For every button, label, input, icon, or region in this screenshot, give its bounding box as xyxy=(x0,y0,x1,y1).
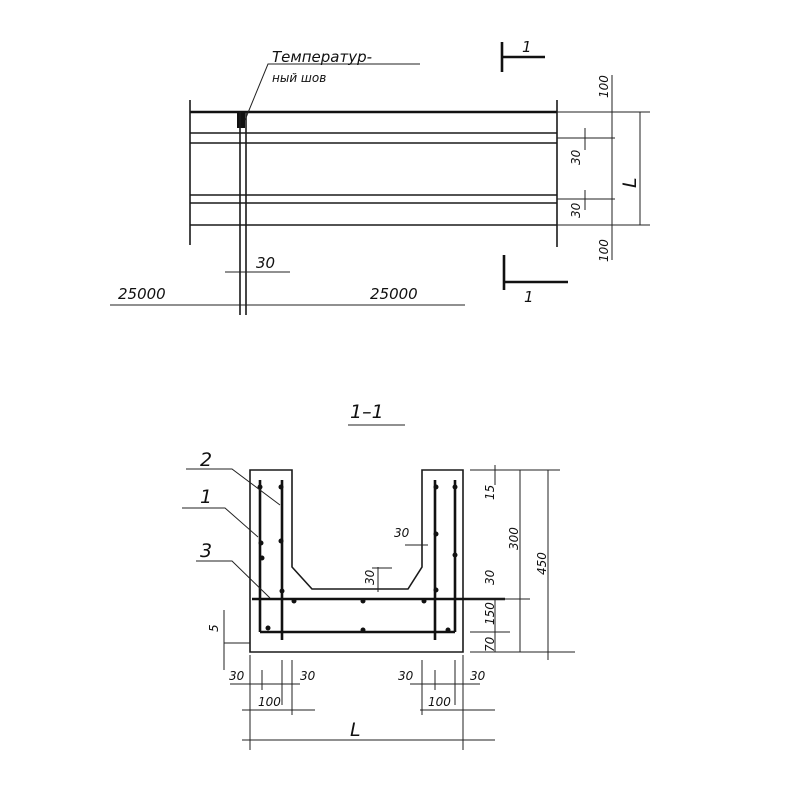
section-mark-top-label: 1 xyxy=(522,38,532,56)
joint-label-line1: Температур- xyxy=(272,48,372,66)
callout-1-leader xyxy=(182,507,259,538)
floor-dim-line xyxy=(372,567,392,592)
dim-30-right: 30 xyxy=(483,569,497,585)
dim-5: 5 xyxy=(207,624,221,632)
joint-leader xyxy=(244,63,420,121)
section-right-extensions xyxy=(470,469,575,653)
joint-fill xyxy=(237,112,245,128)
dim-300: 300 xyxy=(507,527,521,550)
joint-label-line2: ный шов xyxy=(272,71,326,85)
plan-upper-rebar xyxy=(190,132,557,144)
dim-top-gap: 30 xyxy=(569,149,583,165)
plan-extension-lines xyxy=(557,111,650,226)
callout-1: 1 xyxy=(200,486,212,508)
dim-70: 70 xyxy=(483,636,497,652)
dim-top-cover: 100 xyxy=(597,75,611,98)
dim-bottom-gap: 30 xyxy=(569,202,583,218)
dim-30-wall: 30 xyxy=(394,526,410,540)
callout-3-leader xyxy=(196,560,271,599)
dim-150: 150 xyxy=(483,602,497,625)
section-mark-bottom xyxy=(502,255,568,290)
plan-view: Температур- ный шов 1 1 100 30 30 100 L … xyxy=(110,38,650,315)
section-view: 1–1 2 1 3 15 300 450 30 150 70 xyxy=(182,401,575,750)
dim-15: 15 xyxy=(483,485,497,500)
dim-width: L xyxy=(619,177,641,188)
channel-outline xyxy=(249,469,464,653)
section-mark-top xyxy=(500,42,545,72)
dim-30-d: 30 xyxy=(470,669,486,683)
section-bottom-dim-lines xyxy=(230,683,495,741)
dim-30-b: 30 xyxy=(300,669,316,683)
plan-lower-rebar xyxy=(190,194,557,204)
wall-rebars xyxy=(258,480,457,640)
dim-30-c: 30 xyxy=(398,669,414,683)
dim-joint: 30 xyxy=(256,254,275,272)
section-title: 1–1 xyxy=(350,401,384,423)
section-mark-bottom-label: 1 xyxy=(524,288,534,306)
dim-30-floor: 30 xyxy=(363,569,377,585)
callout-2: 2 xyxy=(200,449,212,471)
dim-100-right: 100 xyxy=(428,695,451,709)
cover-dim-line xyxy=(223,610,250,670)
plan-dimension-lines xyxy=(584,75,641,260)
plan-end-lines xyxy=(189,100,558,247)
dim-30-a: 30 xyxy=(229,669,245,683)
dim-right-length: 25000 xyxy=(370,285,418,303)
dim-100-left: 100 xyxy=(258,695,281,709)
section-bottom-extensions xyxy=(249,655,464,750)
dim-bottom-cover: 100 xyxy=(597,239,611,262)
callout-2-leader xyxy=(186,468,281,506)
section-right-dim-lines xyxy=(494,465,549,660)
dim-left-length: 25000 xyxy=(118,285,166,303)
dim-450: 450 xyxy=(535,552,549,575)
dim-width-section: L xyxy=(350,719,361,741)
callout-3: 3 xyxy=(200,540,212,562)
rebar-dots xyxy=(257,484,458,633)
temperature-joint xyxy=(239,112,247,315)
